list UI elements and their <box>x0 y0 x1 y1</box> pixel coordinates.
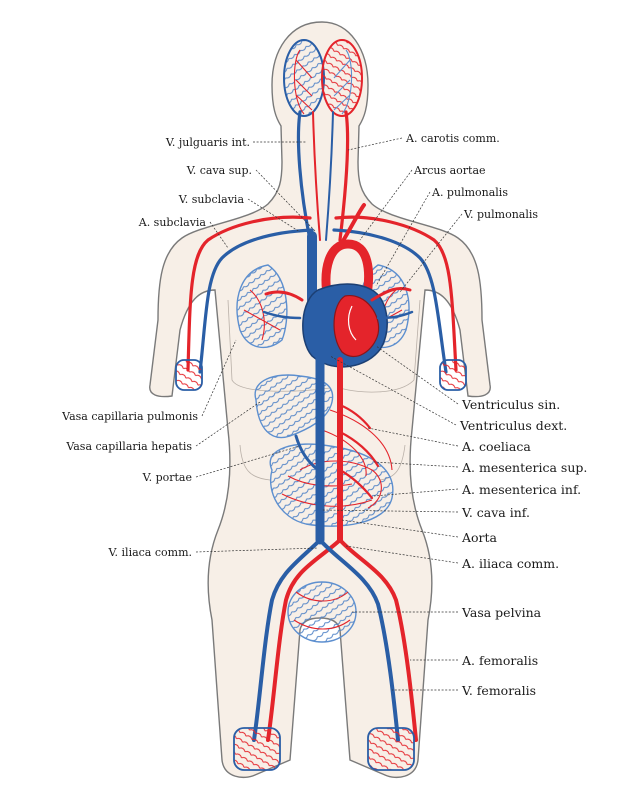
label-vasa-pelvina: Vasa pelvina <box>461 605 542 620</box>
arm-vessels <box>175 215 467 391</box>
label-v-cava-sup: V. cava sup. <box>186 164 252 177</box>
label-v-iliaca-comm: V. iliaca comm. <box>108 546 192 559</box>
label-v-pulmonalis: V. pulmonalis <box>463 208 538 221</box>
leg-vessels <box>233 538 418 771</box>
label-a-pulmonalis: A. pulmonalis <box>431 186 508 199</box>
abdominal-capillaries <box>254 374 394 527</box>
label-a-femoralis: A. femoralis <box>461 653 538 668</box>
label-arcus-aortae: Arcus aortae <box>413 164 486 177</box>
label-a-mesenterica-inf: A. mesenterica inf. <box>461 482 581 497</box>
labels-right: A. carotis comm. Arcus aortae A. pulmona… <box>405 132 587 698</box>
label-v-jugularis: V. julguaris int. <box>165 136 250 149</box>
heart <box>262 203 414 368</box>
label-ventriculus-sin: Ventriculus sin. <box>461 397 560 412</box>
label-a-subclavia: A. subclavia <box>138 216 207 229</box>
label-a-iliaca-comm: A. iliaca comm. <box>461 556 559 571</box>
label-v-portae: V. portae <box>142 471 192 484</box>
label-v-femoralis: V. femoralis <box>461 683 536 698</box>
neck-vessels <box>296 110 350 242</box>
label-a-coeliaca: A. coeliaca <box>461 439 531 454</box>
trunk-vessels <box>315 351 380 545</box>
label-vasa-capillaria-pulmonis: Vasa capillaria pulmonis <box>61 410 198 423</box>
label-v-subclavia: V. subclavia <box>178 193 245 206</box>
label-a-carotis-comm: A. carotis comm. <box>405 132 500 145</box>
head-capillaries <box>283 39 363 117</box>
label-ventriculus-dext: Ventriculus dext. <box>459 418 567 433</box>
labels-left: V. julguaris int. V. cava sup. V. subcla… <box>61 136 252 559</box>
leader-lines <box>195 137 463 691</box>
label-v-cava-inf: V. cava inf. <box>461 505 530 520</box>
label-aorta: Aorta <box>461 530 498 545</box>
label-a-mesenterica-sup: A. mesenterica sup. <box>461 460 587 475</box>
label-vasa-capillaria-hepatis: Vasa capillaria hepatis <box>65 440 192 453</box>
